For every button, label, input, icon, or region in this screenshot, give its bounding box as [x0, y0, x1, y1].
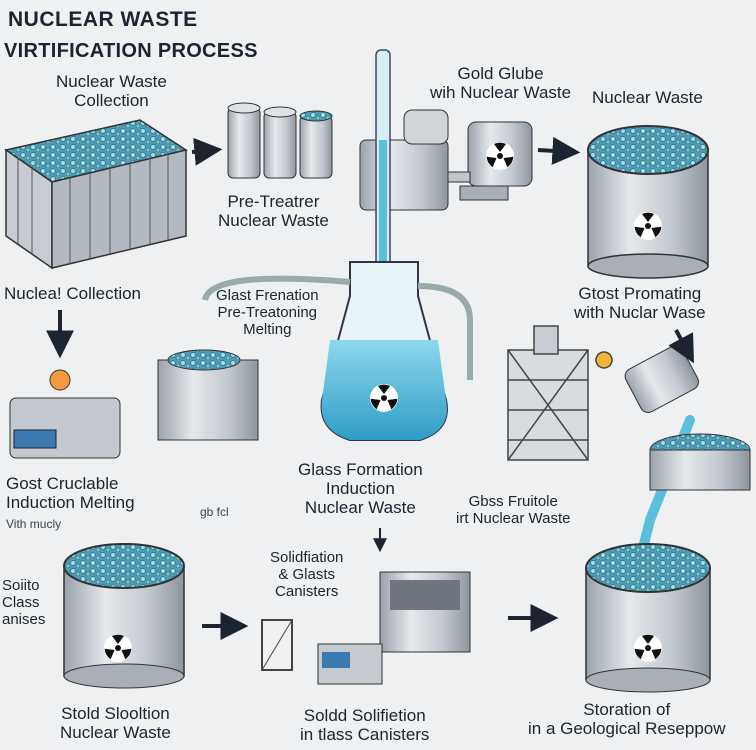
label-solidification-canisters: Solidfiation & Glasts Canisters	[270, 549, 344, 600]
label-collection-line-2: Collection	[74, 91, 149, 111]
label-glass-fruitole-line-1: Gbss Fruitole	[468, 493, 558, 510]
label-stold-solution: Stold Slooltion Nuclear Waste	[60, 704, 171, 742]
label-glovebox-line-1: Gold Glube	[457, 64, 544, 83]
flow-arrows	[46, 136, 694, 640]
label-crucible: Gost Cruclable Induction Melting	[6, 474, 135, 512]
label-glass-formation-top: Glast Frenation Pre-Treatoning Melting	[216, 287, 319, 338]
glass-drum-bottom-right	[585, 543, 711, 693]
label-glass-formation-center-line-3: Nuclear Waste	[304, 498, 416, 518]
label-stold-solution-line-1: Stold Slooltion	[61, 704, 170, 723]
label-crucible-line-2: Induction Melting	[6, 493, 135, 513]
label-glass-formation-center-line-2: Induction	[325, 479, 395, 499]
label-ghost-promating-line-2: with Nuclar Wase	[574, 303, 706, 323]
label-glovebox: Gold Glube wih Nuclear Waste	[430, 64, 571, 102]
label-small-tag: gb fcl	[200, 505, 229, 519]
label-crucible-line-1: Gost Cruclable	[6, 474, 119, 493]
label-solid-solification-line-1: Soldd Solifietion	[303, 706, 426, 725]
label-solidification-line-1: Solidfiation	[270, 549, 344, 566]
canister-machine	[261, 571, 471, 685]
pouring-canister	[624, 345, 751, 565]
label-collection-line-1: Nuclear Waste	[56, 72, 167, 91]
label-pretreatment-line-2: Nuclear Waste	[218, 211, 329, 231]
melter-block	[9, 349, 259, 459]
label-glass-fruitole: Gbss Fruitole irt Nuclear Waste	[456, 493, 571, 528]
label-glass-left-line-2: Class	[2, 593, 40, 611]
label-glass-left-line-1: Soiito	[2, 577, 40, 594]
scaffold-tower	[507, 325, 613, 461]
glass-drum-bottom-left	[63, 543, 185, 689]
title-line-2: VIRTIFICATION PROCESS	[4, 40, 258, 62]
label-glovebox-line-2: wih Nuclear Waste	[430, 83, 572, 103]
title-line-1: NUCLEAR WASTE	[8, 8, 198, 31]
waste-drum-top-right	[587, 125, 709, 279]
label-glass-fruitole-line-2: irt Nuclear Waste	[456, 509, 571, 527]
label-pretreatment-line-1: Pre-Treatrer	[227, 192, 320, 211]
label-with-mucly: Vith mucly	[6, 517, 62, 531]
pretreatment-canisters	[227, 102, 333, 179]
label-glass-formation-top-line-2: Pre-Treatoning	[217, 303, 318, 321]
label-waste-top-right: Nuclear Waste	[592, 88, 703, 107]
label-storation-line-2: in a Geological Reseppow	[528, 719, 726, 739]
label-glass-formation-top-line-1: Glast Frenation	[216, 287, 319, 304]
glass-formation-flask	[202, 49, 473, 441]
label-stold-solution-line-2: Nuclear Waste	[60, 723, 171, 743]
label-nucleal-collection: Nuclea! Collection	[4, 284, 142, 303]
label-solidification-line-3: Canisters	[275, 582, 339, 600]
label-ghost-promating-line-1: Gtost Promating	[578, 284, 702, 303]
label-storation: Storation of in a Geological Reseppow	[528, 700, 726, 738]
label-solid-solification: Soldd Solifietion in tlass Canisters	[300, 706, 429, 744]
label-ghost-promating: Gtost Promating with Nuclar Wase	[574, 284, 706, 322]
label-solid-solification-line-2: in tlass Canisters	[300, 725, 430, 745]
label-collection: Nuclear Waste Collection	[56, 72, 167, 110]
label-glass-formation-center-line-1: Glass Formation	[298, 460, 423, 479]
label-glass-left: Soiito Class anises	[2, 577, 46, 628]
label-glass-formation-top-line-3: Melting	[243, 320, 292, 338]
waste-collection-crate	[4, 119, 188, 270]
label-pretreatment: Pre-Treatrer Nuclear Waste	[218, 192, 329, 230]
label-solidification-line-2: & Glasts	[278, 565, 336, 583]
label-glass-left-line-3: anises	[2, 610, 46, 628]
label-glass-formation-center: Glass Formation Induction Nuclear Waste	[298, 460, 423, 517]
label-storation-line-1: Storation of	[583, 700, 671, 719]
